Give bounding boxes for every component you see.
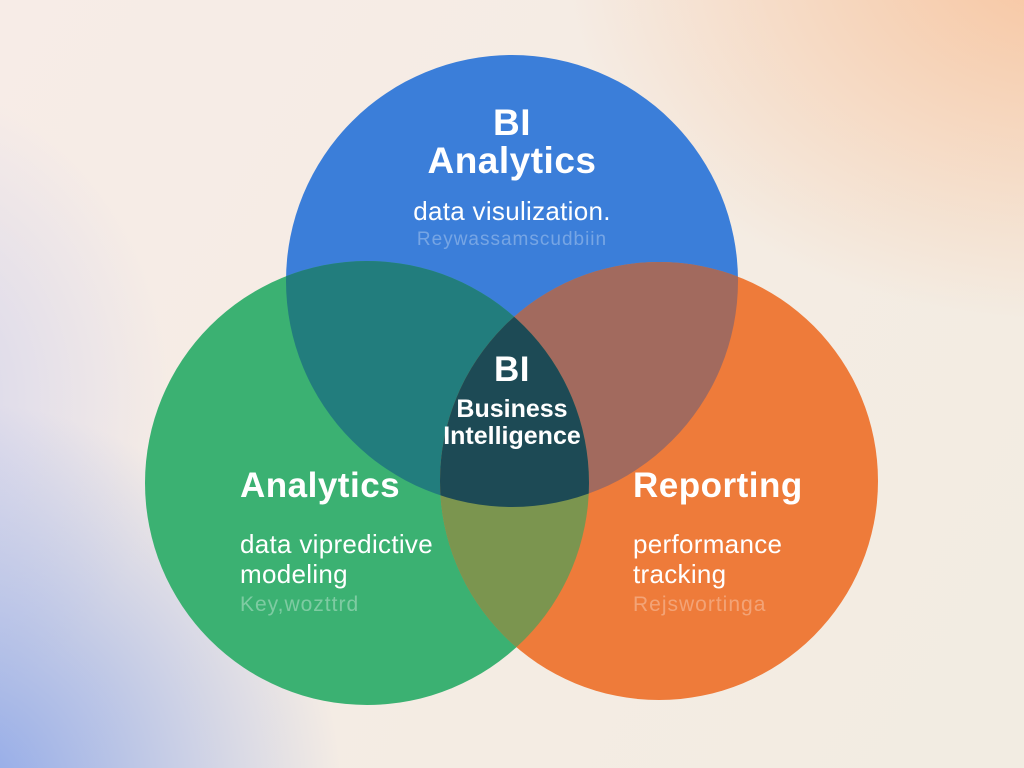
green-circle-labels: Analytics data vipredictive modeling Key… xyxy=(240,466,580,617)
blue-circle-ghost-text: Reywassamscudbiin xyxy=(416,228,608,250)
orange-circle-title: Reporting xyxy=(633,466,803,505)
center-overlap-labels: BI Business Intelligence xyxy=(372,350,652,451)
center-title: BI xyxy=(494,350,530,389)
orange-circle-subtext-line1: performance xyxy=(633,528,783,559)
center-line2: Business xyxy=(456,394,568,423)
blue-circle-labels: BI Analytics data visulization. Reywassa… xyxy=(312,102,712,251)
center-line3: Intelligence xyxy=(443,422,581,451)
blue-circle-subtext: data visulization. xyxy=(413,195,611,226)
green-circle-title: Analytics xyxy=(240,466,401,505)
blue-circle-title-line2: Analytics xyxy=(427,140,597,182)
green-circle-ghost-text: Key,wozttrd xyxy=(240,593,360,617)
blue-circle-title-line1: BI xyxy=(493,102,531,143)
green-circle-subtext-line1: data vipredictive xyxy=(240,528,433,559)
green-circle-subtext-line2: modeling xyxy=(240,559,348,590)
triple-overlap-center xyxy=(440,262,589,507)
orange-circle-labels: Reporting performance tracking Rejsworti… xyxy=(633,466,943,617)
orange-circle-ghost-text: Rejswortinga xyxy=(633,593,767,617)
orange-circle-subtext-line2: tracking xyxy=(633,559,727,590)
